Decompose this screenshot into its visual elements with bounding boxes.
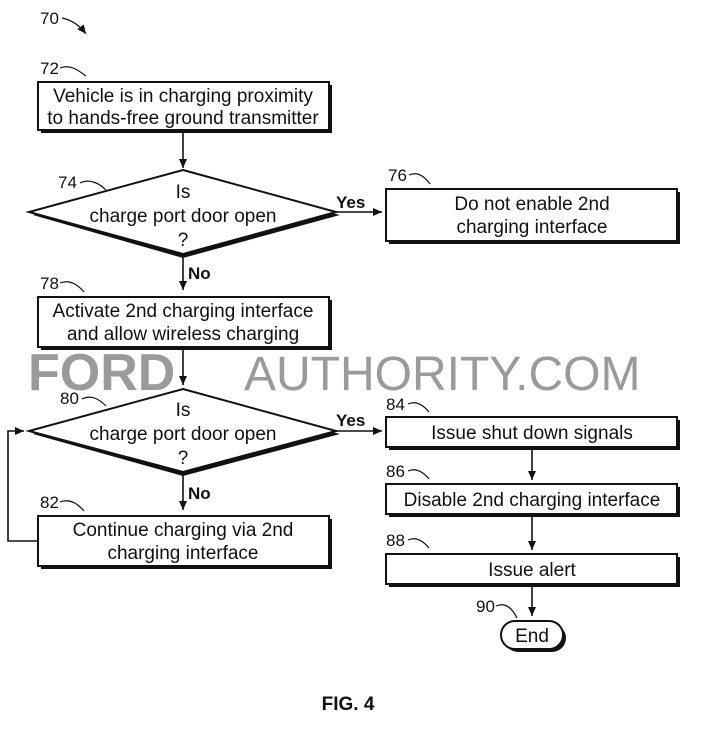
node-80-ref: 80	[60, 389, 79, 408]
node-84-line-1: Issue shut down signals	[431, 423, 633, 444]
watermark-brand: FORD	[28, 344, 175, 402]
node-76-line-1: Do not enable 2nd	[454, 194, 609, 215]
edge-80-yes-label: Yes	[336, 411, 365, 430]
watermark-rest: AUTHORITY.COM	[244, 348, 640, 401]
node-78-activate-charging: Activate 2nd charging interface and allo…	[37, 296, 332, 350]
node-86-disable-interface: Disable 2nd charging interface	[385, 483, 680, 517]
node-90-ref-leader	[495, 604, 518, 619]
node-78-ref: 78	[40, 274, 59, 293]
node-88-ref: 88	[386, 531, 405, 550]
node-80-line-3: ?	[178, 448, 189, 469]
node-82-ref: 82	[40, 493, 59, 512]
node-84-shut-down-signals: Issue shut down signals	[385, 416, 680, 450]
node-74-decision: Is charge port door open ?	[25, 168, 340, 258]
watermark: FORD AUTHORITY.COM	[28, 344, 640, 402]
node-90-end-terminator: End	[500, 620, 566, 652]
node-82-line-2: charging interface	[107, 543, 258, 564]
node-84-ref: 84	[386, 395, 405, 414]
node-80-decision: Is charge port door open ?	[25, 387, 340, 476]
node-78-line-2: and allow wireless charging	[67, 324, 299, 345]
node-76-do-not-enable: Do not enable 2nd charging interface	[385, 188, 680, 244]
node-88-issue-alert: Issue alert	[385, 553, 680, 587]
node-80-ref-leader	[81, 396, 107, 407]
node-74-ref: 74	[58, 173, 77, 192]
edge-74-no-label: No	[188, 264, 211, 283]
figure-caption: FIG. 4	[322, 694, 375, 715]
figure-ref-arrow	[61, 17, 87, 35]
node-84-ref-leader	[407, 402, 430, 413]
edge-82-loop-80	[7, 427, 38, 542]
node-76-line-2: charging interface	[456, 217, 607, 238]
node-82-ref-leader	[59, 500, 85, 512]
node-72-line-1: Vehicle is in charging proximity	[53, 86, 313, 107]
node-72-line-2: to hands-free ground transmitter	[47, 108, 319, 129]
edge-80-no-label: No	[188, 484, 211, 503]
node-74-line-1: Is	[176, 182, 191, 203]
node-72-vehicle-in-proximity: Vehicle is in charging proximity to hand…	[37, 81, 332, 133]
node-88-line-1: Issue alert	[488, 560, 576, 581]
node-78-ref-leader	[59, 281, 85, 293]
figure-ref-label: 70	[40, 9, 59, 28]
node-86-ref: 86	[386, 462, 405, 481]
node-82-continue-charging: Continue charging via 2nd charging inter…	[37, 515, 332, 569]
node-82-line-1: Continue charging via 2nd	[73, 520, 294, 541]
node-76-ref: 76	[388, 166, 407, 185]
node-74-ref-leader	[79, 180, 107, 191]
edge-74-yes-label: Yes	[336, 193, 365, 212]
node-86-line-1: Disable 2nd charging interface	[404, 490, 661, 511]
node-88-ref-leader	[407, 538, 430, 549]
node-90-ref: 90	[476, 597, 495, 616]
node-72-ref-leader	[59, 66, 87, 77]
node-74-line-3: ?	[178, 230, 189, 251]
node-76-ref-leader	[408, 173, 431, 185]
node-80-line-2: charge port door open	[90, 424, 277, 445]
node-80-line-1: Is	[176, 400, 191, 421]
node-74-line-2: charge port door open	[90, 206, 277, 227]
node-78-line-1: Activate 2nd charging interface	[53, 301, 314, 322]
node-72-ref: 72	[40, 59, 59, 78]
node-86-ref-leader	[407, 469, 430, 480]
node-90-line-1: End	[515, 626, 549, 647]
